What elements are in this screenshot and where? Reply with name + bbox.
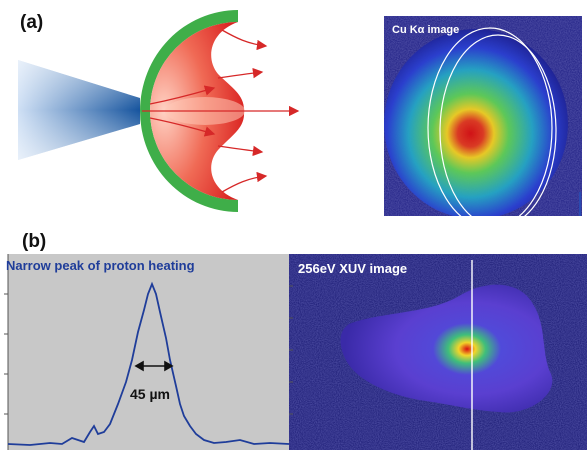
width-annotation: 45 µm [130,386,170,402]
ka-outline-1 [427,27,553,216]
proton-arrows [142,29,300,193]
ka-image-title: Cu Kα image [392,24,460,36]
ka-outline-2 [439,34,557,216]
panel-a-label: (a) [20,12,44,33]
cu-kalpha-image [384,16,582,216]
xuv-image [289,254,587,450]
profile-title: Narrow peak of proton heating [6,258,195,273]
profile-line [7,281,289,446]
xuv-image-title: 256eV XUV image [298,261,408,276]
target-shell [140,10,238,212]
proton-heating-profile [4,254,289,450]
fwhm-arrow [134,360,174,372]
panel-b-label: (b) [22,231,47,252]
target-schematic [18,10,300,212]
